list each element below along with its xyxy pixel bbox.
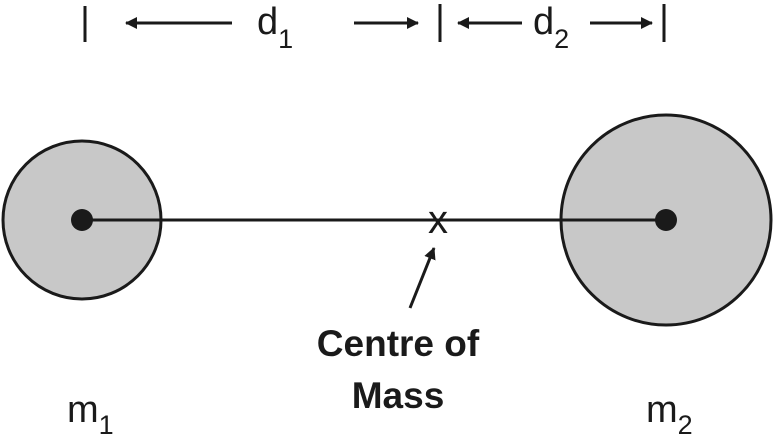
mass-2-centre-dot [655, 209, 677, 231]
mass-1-centre-dot [71, 209, 93, 231]
d1-label: d1 [257, 1, 293, 54]
centre-pointer-arrow [408, 247, 436, 309]
centre-of-mass-marker: x [428, 198, 448, 242]
mass-1-label: m1 [67, 389, 114, 438]
d2-label: d2 [533, 1, 569, 54]
centre-of-mass-label-line-2: Mass [352, 375, 445, 416]
mass-2-label: m2 [646, 389, 693, 438]
centre-of-mass-label-line-1: Centre of [317, 323, 480, 364]
